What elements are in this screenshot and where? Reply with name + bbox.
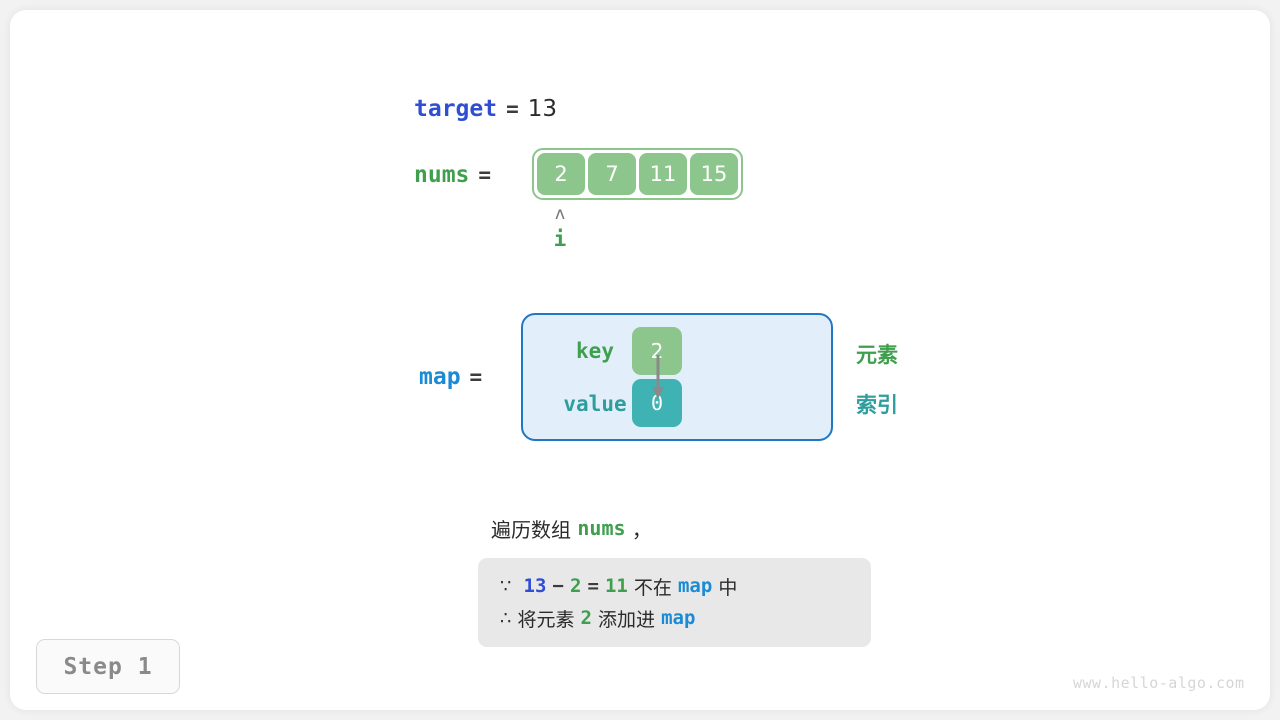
array-cell: 7 xyxy=(588,153,636,195)
target-value: 13 xyxy=(527,96,558,122)
nums-row: nums = xyxy=(414,158,500,192)
because-symbol-icon: ∵ xyxy=(500,575,512,597)
nums-equals-sign: = xyxy=(478,163,492,187)
caption-prefix: 遍历数组 xyxy=(491,517,578,542)
map-variable-name: map xyxy=(419,364,461,390)
map-key-label: key xyxy=(576,339,614,363)
note-complement-value: 11 xyxy=(604,575,628,597)
map-key-cell: 2 xyxy=(632,327,682,375)
note-equals-operator: = xyxy=(587,575,599,597)
note-line1-map-ref: map xyxy=(677,575,713,597)
legend-element-label: 元素 xyxy=(856,343,898,367)
caption-line: 遍历数组 nums ， xyxy=(491,513,652,543)
index-pointer-label: i xyxy=(553,227,567,251)
note-line-1: ∵ 13 − 2 = 11 不在 map 中 xyxy=(500,570,849,602)
target-variable-name: target xyxy=(414,96,498,122)
note-line2-lead-text: 将元素 xyxy=(511,608,581,631)
note-current-element: 2 xyxy=(569,575,582,597)
note-added-element: 2 xyxy=(580,607,592,629)
nums-array: 2 7 11 15 xyxy=(532,148,743,200)
map-row: map = xyxy=(419,360,491,394)
note-line2-map-ref: map xyxy=(661,607,696,629)
note-line1-tail-text: 中 xyxy=(712,576,738,599)
map-value-label: value xyxy=(563,392,627,416)
array-cell: 11 xyxy=(639,153,687,195)
legend-index-label: 索引 xyxy=(856,393,898,417)
nums-variable-name: nums xyxy=(414,162,470,188)
step-badge: Step 1 xyxy=(36,639,180,694)
note-minus-operator: − xyxy=(552,575,564,597)
map-value-cell: 0 xyxy=(632,379,682,427)
index-pointer: ʌ i xyxy=(536,206,584,252)
target-row: target = 13 xyxy=(414,92,557,126)
note-box: ∵ 13 − 2 = 11 不在 map 中 ∴ 将元素 2 添加进 map xyxy=(478,558,871,647)
watermark: www.hello-algo.com xyxy=(1073,674,1245,692)
note-line2-middle-text: 添加进 xyxy=(592,608,662,631)
caret-up-icon: ʌ xyxy=(554,204,566,224)
array-cell: 15 xyxy=(690,153,738,195)
caption-code-nums: nums xyxy=(577,516,626,540)
note-target-value: 13 xyxy=(523,575,547,597)
note-line1-middle-text: 不在 xyxy=(627,576,678,599)
note-line-2: ∴ 将元素 2 添加进 map xyxy=(500,602,849,634)
target-equals-sign: = xyxy=(506,97,519,121)
therefore-symbol-icon: ∴ xyxy=(500,607,512,629)
array-cell: 2 xyxy=(537,153,585,195)
caption-suffix: ， xyxy=(625,517,652,542)
map-equals-sign: = xyxy=(469,365,483,389)
